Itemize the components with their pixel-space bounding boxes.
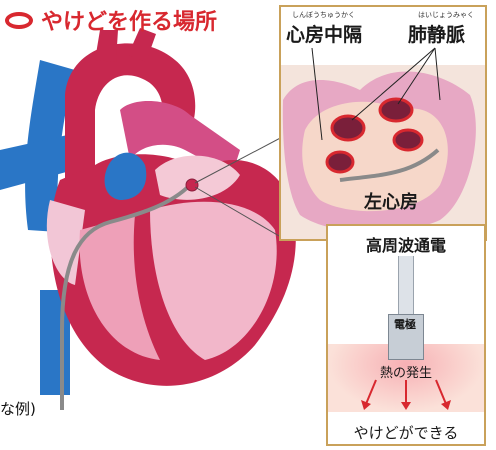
- ablation-target: [185, 178, 199, 192]
- pv-ostium-2: [325, 150, 355, 174]
- right-ventricle: [79, 215, 160, 360]
- heat-label: 熱の発生: [379, 366, 432, 381]
- inset-label-bg: [281, 7, 485, 65]
- result-label: やけどができる: [353, 424, 459, 442]
- pv-ostium-1: [330, 114, 366, 142]
- pv-pointer-1: [351, 47, 436, 121]
- right-atrium: [46, 200, 85, 285]
- electrode-heading: 高周波通電: [365, 236, 446, 255]
- circle-icon: [5, 11, 33, 29]
- pulmonary-veins-label: 肺静脈: [408, 24, 466, 46]
- septum-label: 心房中隔: [286, 24, 363, 46]
- vena-cava-overlay: [104, 152, 147, 200]
- inset-catheter: [339, 148, 440, 182]
- septum-pointer: [311, 47, 323, 141]
- pv-ostium-3: [378, 97, 414, 123]
- electrode-panel: 高周波通電 電極 熱の発生 やけどができる: [326, 224, 486, 446]
- left-atrium-label: 左心房: [364, 192, 418, 213]
- aortic-arch: [65, 43, 196, 190]
- pv-ostium-4: [392, 128, 424, 152]
- caption: な例): [0, 400, 36, 418]
- aorta-branch-1: [95, 30, 118, 62]
- electrode-label: 電極: [394, 318, 416, 331]
- pv-pointer-2: [397, 47, 436, 105]
- heat-arrows-icon: [361, 379, 451, 410]
- aorta-branch-2: [128, 28, 156, 62]
- septum-reading: しんぼうちゅうかく: [292, 11, 355, 19]
- left-ventricle: [150, 201, 277, 360]
- pulmonary-trunk: [120, 100, 240, 175]
- page-title: やけどを作る場所: [5, 4, 217, 36]
- electrode: [388, 314, 424, 360]
- connector-line-bottom: [194, 186, 287, 241]
- connector-line-top: [194, 134, 287, 184]
- pulmonary-veins-reading: はいじょうみゃく: [418, 11, 474, 19]
- title-text: やけどを作る場所: [41, 10, 218, 35]
- left-atrium-outer: [155, 155, 240, 200]
- catheter: [60, 183, 192, 410]
- pv-pointer-3: [434, 47, 441, 101]
- electrode-shaft: [398, 256, 414, 314]
